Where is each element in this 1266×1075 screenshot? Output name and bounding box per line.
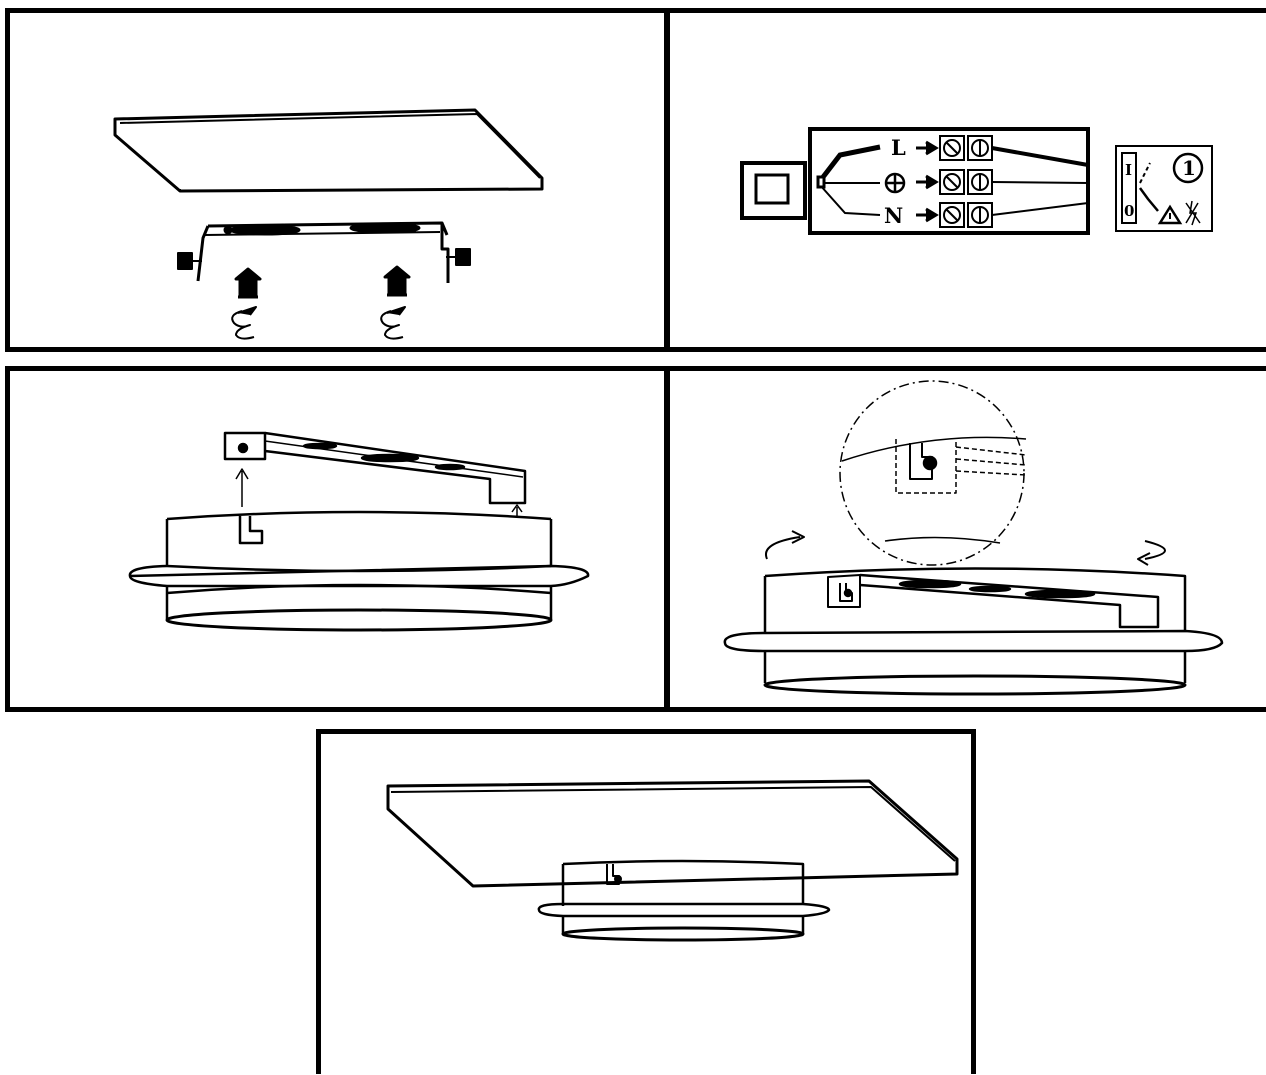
screw-icon [383,265,411,297]
rotate-clockwise-icon [231,306,257,340]
side-screw-icon [446,248,471,266]
lamp-flange [128,564,590,588]
ceiling-slab [386,779,959,888]
up-arrow-icon [235,468,249,507]
twist-lock-illustration [723,380,1224,696]
step-panel-attach-lamp [5,366,669,712]
lamp-keyhole-slot [238,516,264,545]
screw-head-icon [922,455,938,471]
lamp-flange [723,629,1224,653]
terminal-block [939,135,993,228]
finished-lamp-illustration [386,779,959,942]
earth-ground-icon [884,172,906,194]
step-number: 1 [1182,156,1196,180]
screw-icon [234,267,262,299]
lamp-diffuser [763,674,1187,696]
switch-on-label: I [1125,161,1132,179]
mount-bracket-illustration [113,108,544,340]
wiring-diagram: L N I 0 1 [740,127,1213,235]
bracket-end-plate [223,431,267,461]
step-panel-mount-bracket [5,8,669,352]
bracket-slot [349,222,421,234]
lamp-housing [165,519,553,566]
rotate-clockwise-icon [380,306,406,340]
terminal-box [808,127,1090,235]
step-panel-twist-lock [665,366,1266,712]
side-screw-icon [177,252,202,270]
detail-zoom-circle [839,380,1025,566]
switch-info-box [1115,145,1213,232]
wall-switch-icon [1121,152,1137,224]
step-number-badge [1172,152,1204,184]
up-arrow-icon [511,504,523,517]
mount-bracket [859,573,1160,629]
lamp-diffuser [561,926,805,942]
rotate-arrow-icon [764,536,801,560]
lamp-diffuser [165,608,553,632]
switch-off-label: 0 [1124,202,1134,220]
lamp-flange [537,902,831,918]
lamp-housing [561,859,805,906]
warning-triangle-icon [1157,204,1183,225]
rotate-arrow-icon [1144,540,1166,560]
live-wire-label: L [891,135,906,160]
step-panel-finished [316,729,976,1074]
attach-lamp-illustration [128,431,590,632]
switch-lever [1138,187,1159,212]
neutral-wire-label: N [884,203,903,228]
step-panel-wiring: L N I 0 1 [665,8,1266,352]
no-power-crossed-icon [1185,200,1201,226]
mount-bracket [264,431,527,505]
wall-box-icon [740,161,807,220]
bracket-slot [229,224,301,236]
lamp-housing [763,567,1187,633]
